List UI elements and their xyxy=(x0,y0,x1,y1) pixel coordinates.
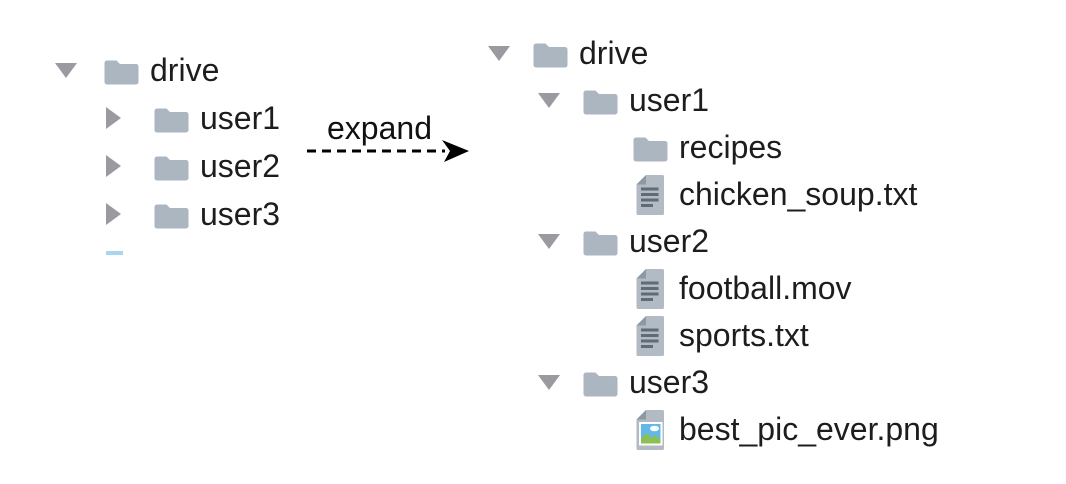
tree-item-label: drive xyxy=(150,51,220,88)
expand-transition: expand xyxy=(300,104,480,168)
expand-label: expand xyxy=(327,110,432,146)
tree-row[interactable]: sports.txt xyxy=(588,312,939,359)
dashed-arrow-icon xyxy=(307,140,469,162)
image-file-icon xyxy=(632,409,668,451)
disclosure-down-icon[interactable] xyxy=(55,62,77,79)
disclosure-slot xyxy=(105,107,153,129)
tree-row[interactable]: drive xyxy=(55,46,280,94)
tree-row[interactable]: user2 xyxy=(538,218,939,265)
tree-item-label: user2 xyxy=(200,147,281,184)
text-file-icon xyxy=(632,315,668,357)
disclosure-slot xyxy=(105,203,153,225)
tree-item-label: sports.txt xyxy=(679,317,809,353)
folder-icon xyxy=(153,200,189,229)
tree-row[interactable]: user1 xyxy=(105,94,280,142)
tree-row[interactable]: recipes xyxy=(588,124,939,171)
tree-item-label: football.mov xyxy=(679,270,852,306)
folder-icon xyxy=(582,227,618,256)
folder-icon xyxy=(153,104,189,133)
text-file-icon xyxy=(632,268,668,310)
tree-row[interactable]: best_pic_ever.png xyxy=(588,406,939,453)
tree-item-label: user1 xyxy=(629,82,710,118)
disclosure-slot xyxy=(55,62,103,79)
disclosure-slot xyxy=(538,233,582,250)
disclosure-right-icon[interactable] xyxy=(105,107,122,129)
disclosure-down-icon[interactable] xyxy=(538,374,560,391)
tree-row[interactable]: user3 xyxy=(105,190,280,238)
tree-row[interactable]: chicken_soup.txt xyxy=(588,171,939,218)
file-tree-expanded: drive user1 recipes chicken_soup.txt user2 fo… xyxy=(488,30,939,453)
tree-item-label: user1 xyxy=(200,99,281,136)
folder-icon xyxy=(582,86,618,115)
disclosure-slot xyxy=(105,155,153,177)
tree-row[interactable]: user1 xyxy=(538,77,939,124)
tree-row[interactable]: user2 xyxy=(105,142,280,190)
disclosure-down-icon[interactable] xyxy=(488,45,510,62)
tree-item-label: user3 xyxy=(629,364,710,400)
folder-icon xyxy=(532,39,568,68)
tree-item-label: user3 xyxy=(200,195,281,232)
partial-folder-artifact xyxy=(106,251,123,255)
file-tree-collapsed: drive user1 user2 user3 xyxy=(55,46,280,238)
folder-icon xyxy=(632,133,668,162)
folder-icon xyxy=(582,368,618,397)
disclosure-right-icon[interactable] xyxy=(105,203,122,225)
tree-row[interactable]: football.mov xyxy=(588,265,939,312)
disclosure-down-icon[interactable] xyxy=(538,92,560,109)
tree-item-label: chicken_soup.txt xyxy=(679,176,918,212)
disclosure-down-icon[interactable] xyxy=(538,233,560,250)
tree-item-label: drive xyxy=(579,35,649,71)
tree-row[interactable]: user3 xyxy=(538,359,939,406)
disclosure-right-icon[interactable] xyxy=(105,155,122,177)
tree-row[interactable]: drive xyxy=(488,30,939,77)
tree-item-label: best_pic_ever.png xyxy=(679,411,939,447)
disclosure-slot xyxy=(538,92,582,109)
disclosure-slot xyxy=(538,374,582,391)
disclosure-slot xyxy=(488,45,532,62)
folder-icon xyxy=(153,152,189,181)
tree-item-label: recipes xyxy=(679,129,783,165)
folder-icon xyxy=(103,56,139,85)
text-file-icon xyxy=(632,174,668,216)
tree-item-label: user2 xyxy=(629,223,710,259)
